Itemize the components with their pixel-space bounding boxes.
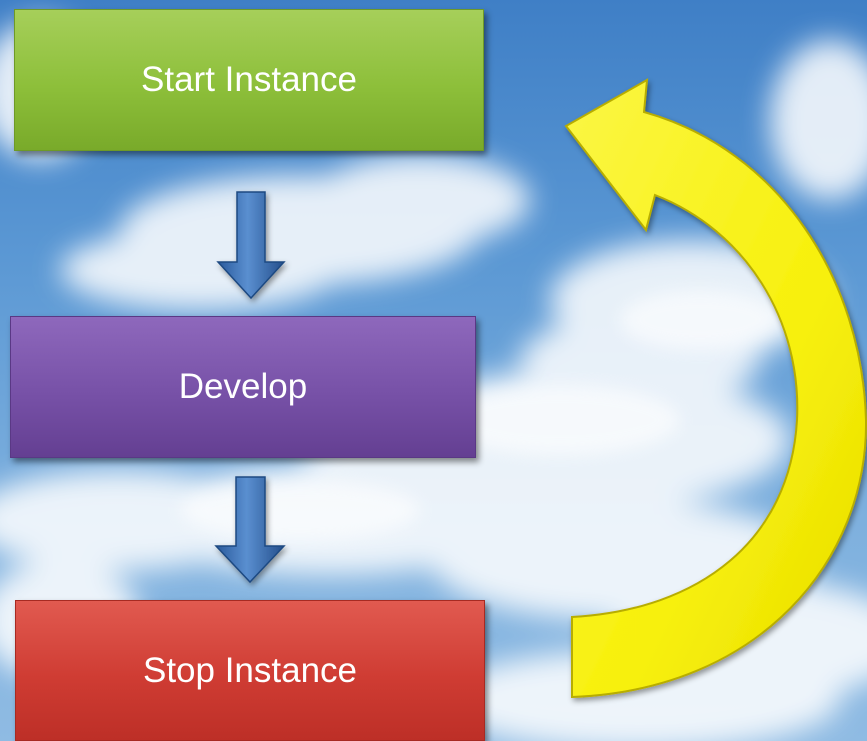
step-develop: Develop [10,316,476,458]
step-label: Develop [178,367,308,406]
step-stop-instance: Stop Instance [15,600,485,741]
step-label: Start Instance [141,60,357,99]
step-start-instance: Start Instance [14,9,484,151]
step-label: Stop Instance [142,650,358,690]
